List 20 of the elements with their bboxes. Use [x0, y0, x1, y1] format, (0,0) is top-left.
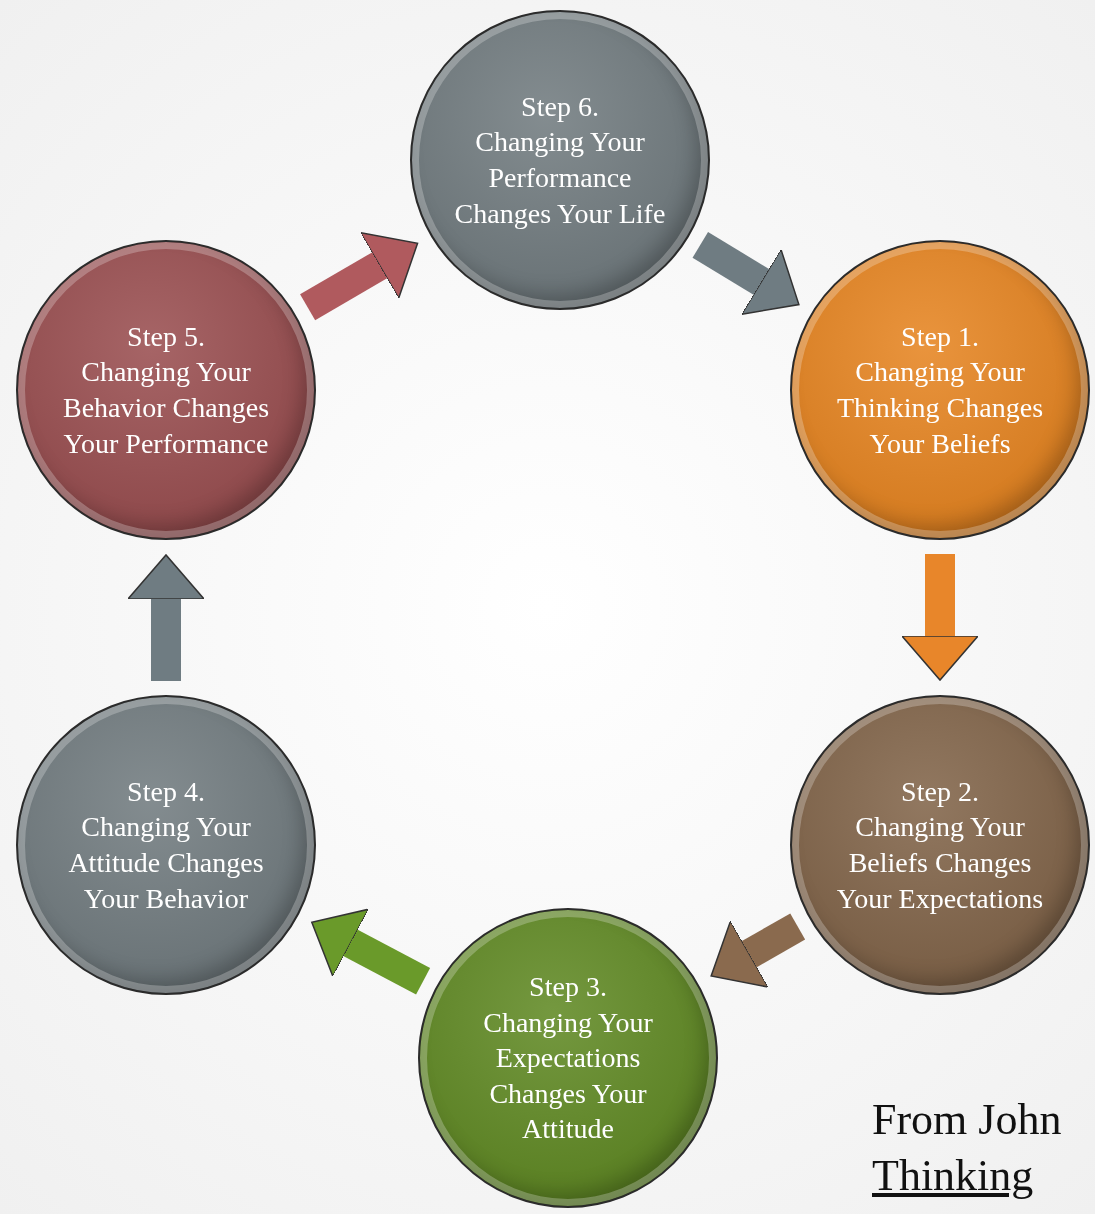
step-text: Changing Your Behavior Changes Your Performance	[61, 355, 271, 461]
block-arrow	[300, 231, 419, 321]
step-text: Changing Your Performance Changes Your Life	[453, 125, 667, 231]
step-text: Changing Your Expectations Changes Your Attitude	[482, 1005, 654, 1147]
step-number: Step 6.	[521, 89, 599, 124]
step-number: Step 4.	[127, 774, 205, 809]
block-arrow	[692, 232, 800, 316]
block-arrow	[127, 554, 205, 681]
step-text: Changing Your Beliefs Changes Your Expectations	[835, 810, 1045, 916]
step-number: Step 3.	[529, 970, 607, 1005]
block-arrow	[901, 554, 979, 681]
step-number: Step 2.	[901, 774, 979, 809]
step-number: Step 5.	[127, 319, 205, 354]
step-text: Changing Your Attitude Changes Your Behavior	[67, 810, 265, 916]
block-arrow	[311, 908, 431, 995]
source-text: From John	[872, 1094, 1062, 1145]
block-arrow	[710, 913, 806, 988]
step-text: Changing Your Thinking Changes Your Beliefs	[835, 355, 1045, 461]
book-title-text: Thinking	[872, 1150, 1034, 1201]
step-number: Step 1.	[901, 319, 979, 354]
